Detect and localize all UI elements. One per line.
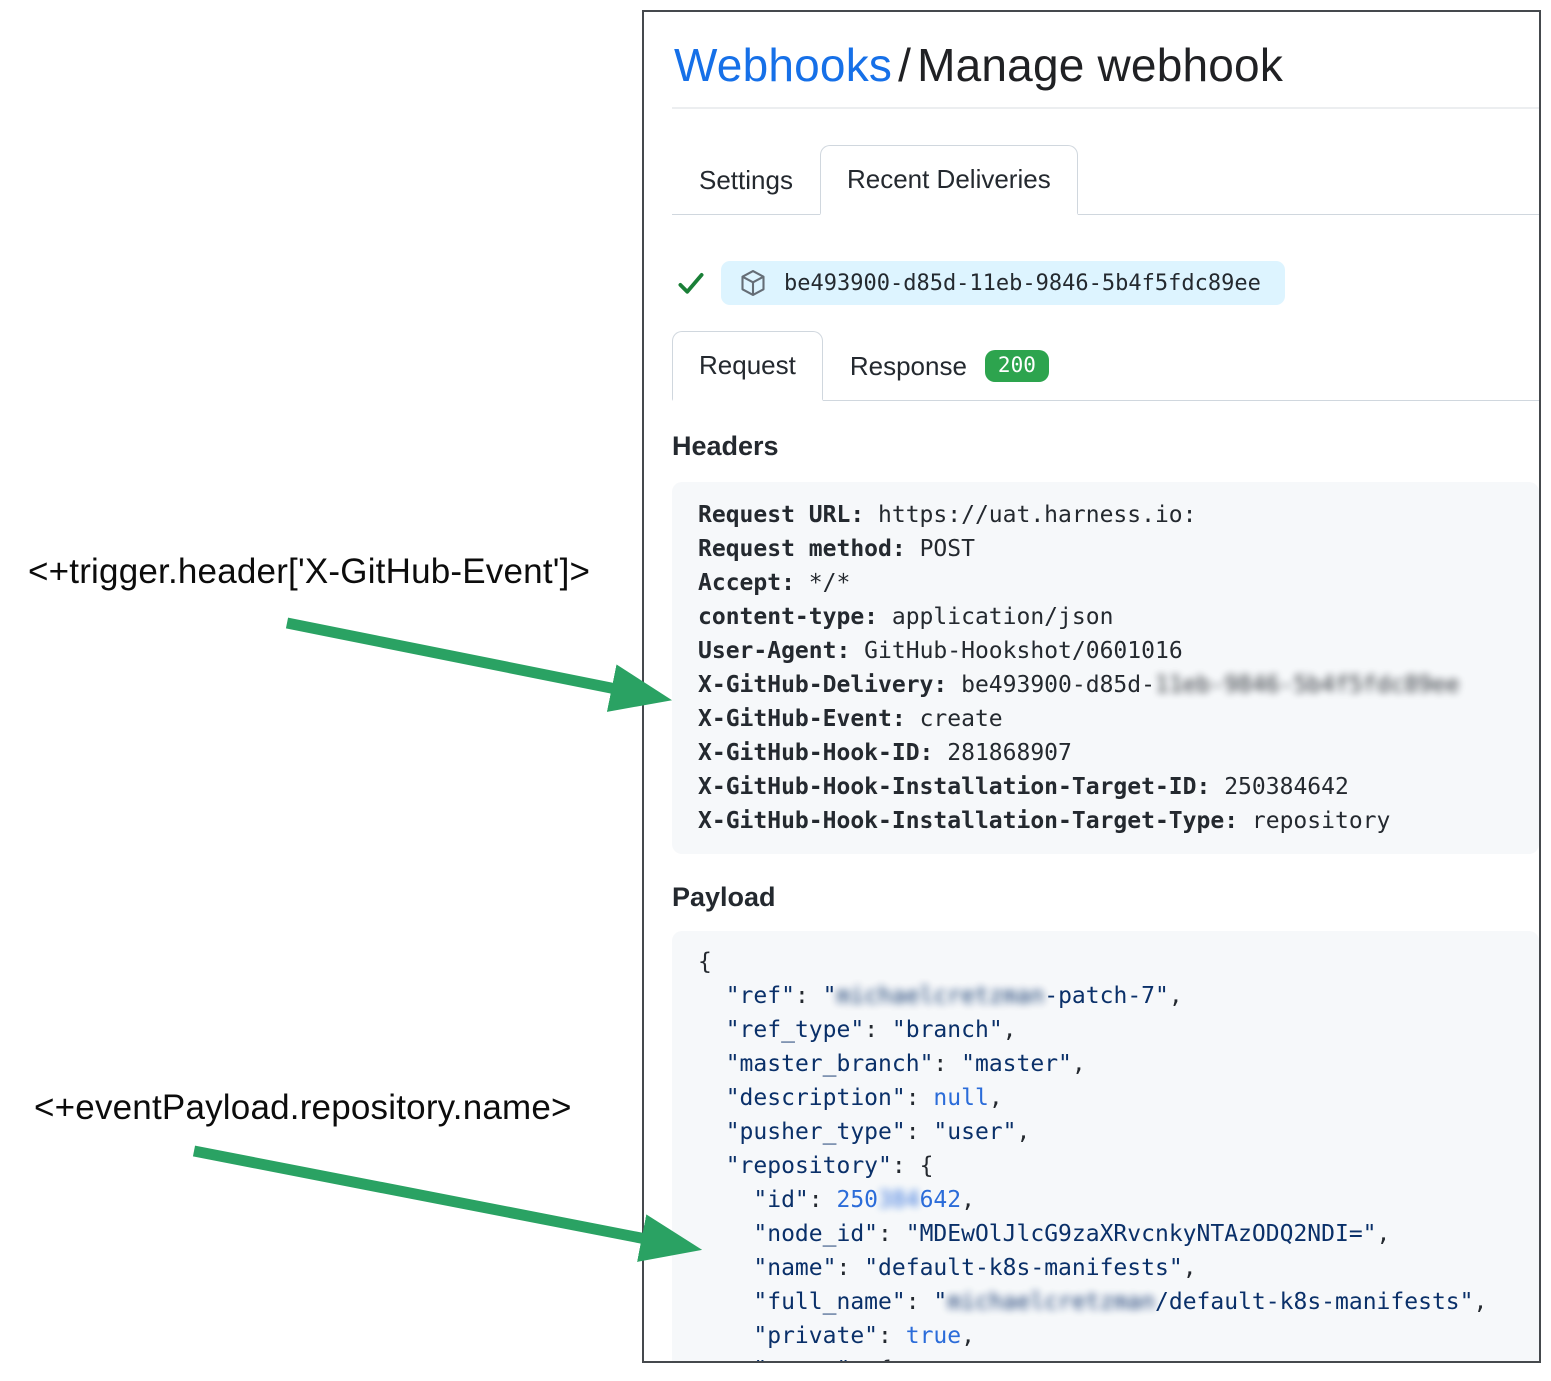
title-divider [672,107,1539,110]
redacted-text: 11eb-9846-5b4f5fdc89ee [1154,672,1460,699]
payload-section-heading: Payload [672,882,776,913]
response-status-badge: 200 [984,350,1049,383]
header-line: Accept: */* [698,570,851,597]
redacted-text: michaelcretzman [947,1289,1155,1316]
payload-line: "ref": "michaelcretzman-patch-7", [725,983,1183,1010]
payload-line: "private": true, [753,1323,975,1350]
delivery-guid-pill[interactable]: be493900-d85d-11eb-9846-5b4f5fdc89ee [721,261,1285,306]
header-line: X-GitHub-Hook-Installation-Target-Type: … [698,808,1391,835]
redacted-text: michaelcretzman [836,983,1045,1010]
package-icon [741,270,765,297]
payload-line: "id": 250384642, [753,1187,975,1214]
delivery-row: be493900-d85d-11eb-9846-5b4f5fdc89ee [676,261,1511,306]
payload-line: "name": "default-k8s-manifests", [753,1255,1197,1282]
header-line: Request method: POST [698,536,975,563]
header-line: Request URL: https://uat.harness.io: [698,502,1197,529]
request-headers-codebox: Request URL: https://uat.harness.io: Requ… [672,482,1539,855]
annotation-event-payload-expression: <+eventPayload.repository.name> [34,1088,572,1127]
payload-line: { [698,949,712,976]
header-line: X-GitHub-Hook-ID: 281868907 [698,740,1072,767]
tab-settings[interactable]: Settings [699,165,793,196]
payload-line: "master_branch": "master", [725,1051,1086,1078]
payload-line: "pusher_type": "user", [725,1119,1031,1146]
redacted-text: 384 [878,1187,920,1214]
tab-recent-deliveries[interactable]: Recent Deliveries [819,145,1078,216]
tab-response[interactable]: Response 200 [823,331,1076,401]
page-title-text: Manage webhook [917,39,1284,91]
payload-line: "ref_type": "branch", [725,1017,1017,1044]
payload-line: "description": null, [725,1085,1003,1112]
breadcrumb-separator: / [898,39,912,91]
arrow-to-x-github-event [285,617,673,712]
manage-webhook-panel: Webhooks/Manage webhook Settings Recent … [642,10,1541,1363]
breadcrumb-webhooks-link[interactable]: Webhooks [674,39,893,91]
request-response-tabs: Request Response 200 [672,331,1539,402]
header-line: X-GitHub-Hook-Installation-Target-ID: 25… [698,774,1349,801]
payload-line: "owner": { [698,1353,1539,1361]
annotation-trigger-header-expression: <+trigger.header['X-GitHub-Event']> [28,552,591,591]
header-line: X-GitHub-Delivery: be493900-d85d-11eb-98… [698,672,1460,699]
header-line: User-Agent: GitHub-Hookshot/0601016 [698,638,1183,665]
check-icon [678,273,704,294]
tab-request[interactable]: Request [672,331,823,402]
payload-line: "node_id": "MDEwOlJlcG9zaXRvcnkyNTAzODQ2… [753,1221,1391,1248]
payload-line: "full_name": "michaelcretzman/default-k8… [753,1289,1488,1316]
page-title: Webhooks/Manage webhook [674,38,1511,93]
headers-section-heading: Headers [672,431,779,462]
header-line: X-GitHub-Event: create [698,706,1003,733]
arrow-to-repository-name [192,1145,703,1262]
webhook-tabs: Settings Recent Deliveries [672,145,1539,216]
delivery-guid: be493900-d85d-11eb-9846-5b4f5fdc89ee [784,270,1261,296]
payload-line: "repository": { [725,1153,934,1180]
header-line: content-type: application/json [698,604,1114,631]
tab-response-label: Response [849,350,967,381]
request-payload-codebox: { "ref": "michaelcretzman-patch-7", "ref… [672,931,1539,1361]
